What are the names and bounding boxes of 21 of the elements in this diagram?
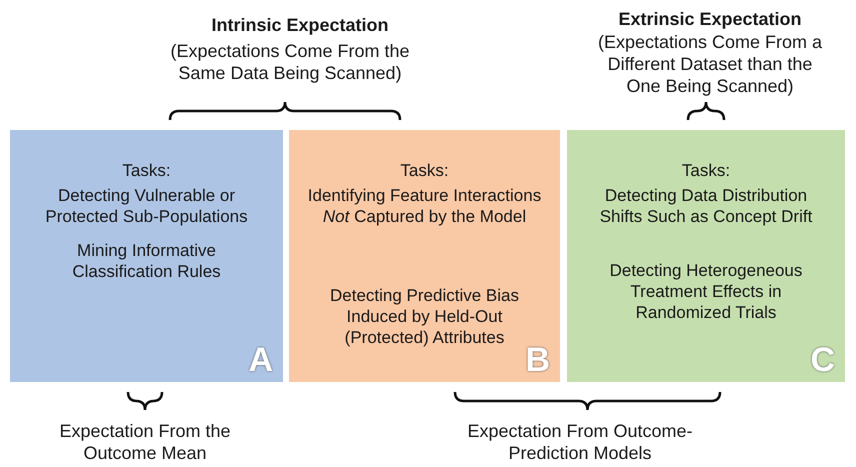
panel xyxy=(289,130,560,382)
task-text: Detecting Vulnerable or Protected Sub-Populations xyxy=(44,185,249,227)
panel xyxy=(567,130,845,382)
panel-letter: C xyxy=(810,342,835,378)
group-note: (Expectations Come From a Different Dataset than the One Being Scanned) xyxy=(596,31,824,97)
panel xyxy=(10,130,283,382)
task-heading: Tasks: xyxy=(680,160,732,181)
group-note: (Expectations Come From the Same Data Being Scanned) xyxy=(170,40,410,84)
panel-letter: A xyxy=(248,342,273,378)
task-text: Detecting Predictive Bias Induced by Held-Out (Protected) Attributes xyxy=(329,285,520,348)
brace-caption: Expectation From Outcome-Prediction Models xyxy=(466,420,694,464)
task-text: Identifying Feature Interactions Not Captured by the Model xyxy=(306,185,542,227)
task-text: Detecting Data Distribution Shifts Such as Concept Drift xyxy=(598,185,814,227)
task-text: Mining Informative Classification Rules xyxy=(71,240,222,282)
group-heading: Intrinsic Expectation xyxy=(210,14,390,36)
task-heading: Tasks: xyxy=(121,160,172,181)
panel-letter: B xyxy=(525,342,550,378)
task-heading: Tasks: xyxy=(399,160,450,181)
task-text: Detecting Heterogeneous Treatment Effects in Randomized Trials xyxy=(608,260,804,323)
group-heading: Extrinsic Expectation xyxy=(617,8,803,30)
brace-caption: Expectation From the Outcome Mean xyxy=(58,420,232,464)
